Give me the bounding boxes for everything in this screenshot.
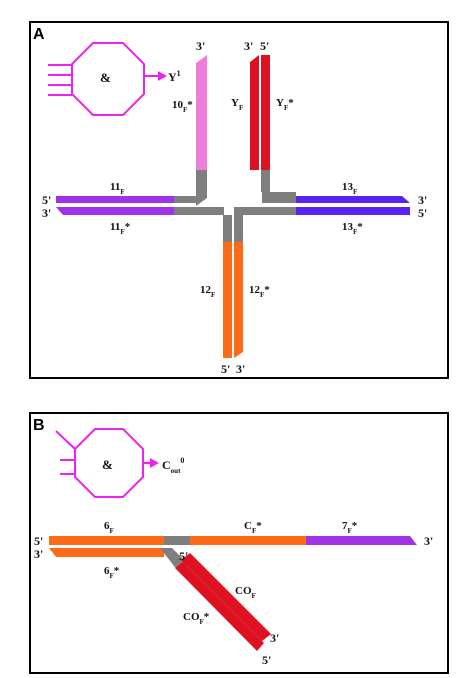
label-12f: 12F (200, 284, 215, 299)
label-7f-star: 7F* (342, 520, 358, 535)
strand-cof-star (175, 562, 264, 651)
and-gate-icon (48, 42, 167, 116)
end-label-5prime: 5' (42, 193, 51, 207)
label-yf: YF (231, 97, 243, 112)
end-label-3prime: 3' (270, 631, 279, 645)
end-label-5prime: 5' (418, 206, 427, 220)
strand-11f (56, 196, 174, 203)
strand-12f-star (234, 242, 243, 358)
label-6f: 6F (104, 520, 114, 535)
strand-12f (223, 242, 232, 358)
strand-6f-star (49, 548, 164, 557)
panel-b: B & Cout0 5' 3' 6F 6F* CF* 7F* 3' (29, 412, 449, 674)
arrow-head-icon (150, 458, 159, 468)
end-label-3prime: 3' (244, 39, 253, 53)
gate-symbol: & (100, 70, 111, 85)
label-11f: 11F (110, 181, 125, 196)
panel-a-letter: A (33, 26, 45, 43)
strand-7f-star (306, 536, 417, 545)
strand-cof (181, 553, 271, 641)
label-10f-star: 10F* (172, 99, 193, 114)
label-13f-star: 13F* (342, 221, 363, 236)
linker-right-top (262, 192, 296, 203)
linker-bottom-right (234, 215, 243, 242)
end-label-3prime: 3' (424, 534, 433, 548)
end-label-3prime: 3' (196, 39, 205, 53)
linker-top-left (196, 170, 207, 197)
strand-6f (49, 536, 164, 545)
linker-bottom-left (223, 215, 232, 242)
end-label-3prime: 3' (34, 547, 43, 561)
linker-left-top (174, 196, 200, 203)
label-13f: 13F (342, 181, 357, 196)
end-label-3prime: 3' (42, 206, 51, 220)
strand-13f (296, 196, 410, 203)
label-11f-star: 11F* (110, 221, 131, 236)
arrow-head-icon (158, 71, 167, 81)
strand-yf-star (261, 55, 270, 170)
gate-input-line (55, 430, 76, 450)
end-label-5prime: 5' (221, 362, 230, 376)
panel-a-frame (29, 21, 449, 379)
gate-output-label: Cout0 (162, 456, 184, 475)
strand-cf-star (190, 536, 306, 545)
gate-output-label: Y1 (168, 69, 181, 84)
label-yf-star: YF* (276, 97, 294, 112)
end-label-5prime: 5' (262, 653, 271, 667)
linker-left-bottom (174, 207, 224, 215)
label-6f-star: 6F* (104, 565, 120, 580)
label-12f-star: 12F* (249, 284, 270, 299)
panel-a: A & Y1 (29, 21, 449, 379)
end-label-5prime: 5' (179, 549, 188, 563)
linker-b-top (164, 536, 190, 545)
strand-11f-star (56, 207, 174, 215)
strand-13f-star (296, 207, 410, 215)
end-label-3prime: 3' (418, 193, 427, 207)
gate-symbol: & (102, 457, 113, 472)
panel-b-frame (29, 412, 449, 674)
panel-b-letter: B (33, 417, 45, 434)
linker-top-right (261, 170, 270, 192)
and-gate-icon (55, 428, 159, 498)
strand-yf (250, 55, 259, 170)
label-cf-star: CF* (244, 520, 262, 535)
end-label-3prime: 3' (236, 362, 245, 376)
end-label-5prime: 5' (34, 534, 43, 548)
label-cof-star: COF* (183, 611, 210, 626)
end-label-5prime: 5' (260, 39, 269, 53)
strand-10f-star (196, 55, 207, 170)
label-cof: COF (235, 585, 256, 600)
octagon-shape (74, 428, 144, 498)
linker-right-bottom (234, 207, 296, 215)
